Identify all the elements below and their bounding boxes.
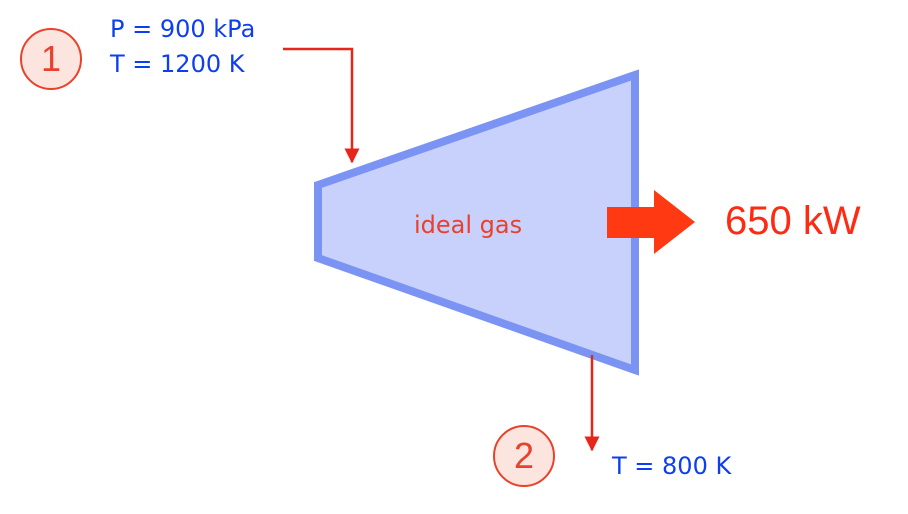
power-output-arrow	[607, 190, 695, 254]
inlet-state-marker: 1	[20, 28, 82, 90]
device-label: ideal gas	[414, 211, 523, 239]
power-output-label: 650 kW	[725, 199, 861, 243]
inlet-flow-arrow	[283, 47, 360, 164]
outlet-temperature-label: T = 800 K	[612, 452, 732, 480]
inlet-pressure-label: P = 900 kPa	[110, 15, 256, 43]
outlet-state-marker: 2	[493, 425, 555, 487]
turbine-body	[314, 69, 639, 376]
inlet-temperature-label: T = 1200 K	[110, 50, 245, 78]
